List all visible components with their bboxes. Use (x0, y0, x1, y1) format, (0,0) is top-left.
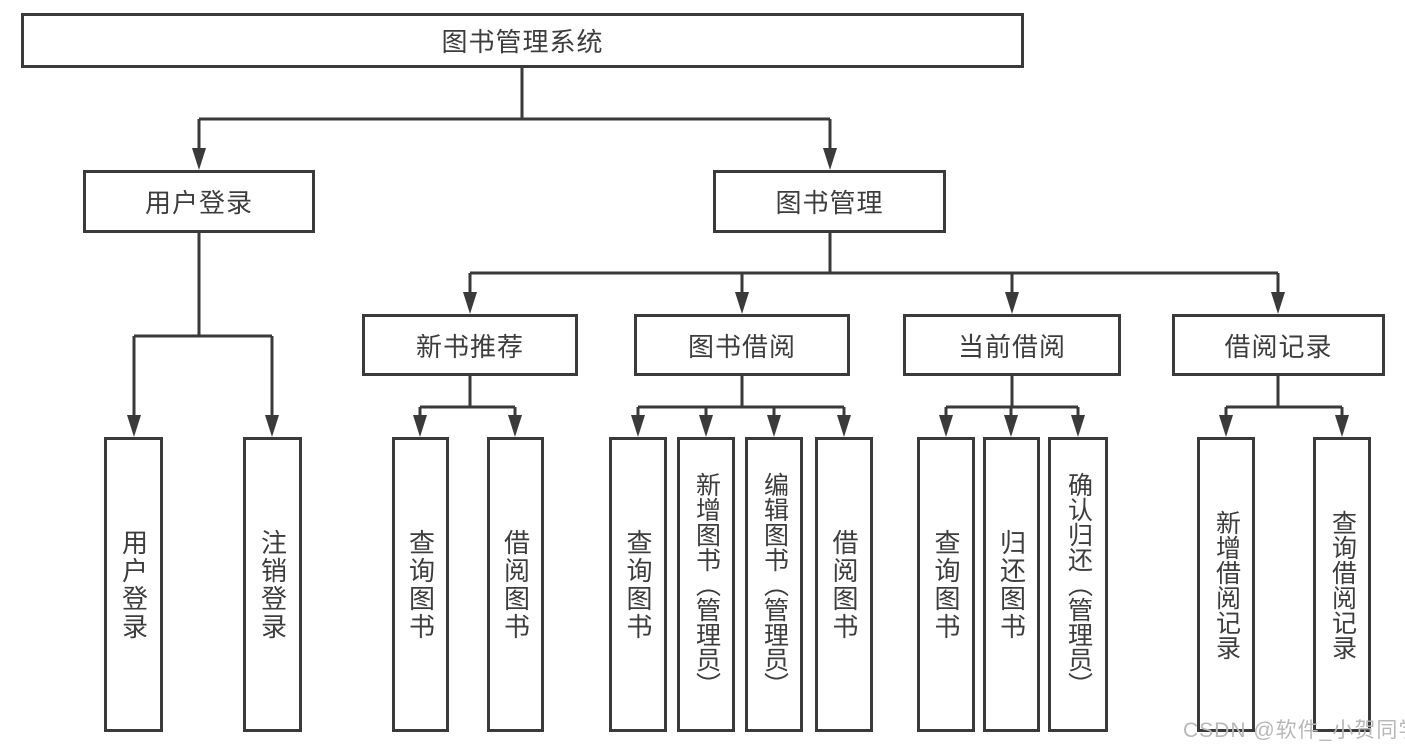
leaf-current-query-book: 查询图书 (917, 437, 975, 732)
node-user-login: 用户登录 (83, 170, 315, 233)
leaf-return-book: 归还图书 (983, 437, 1040, 732)
leaf-user-login: 用户登录 (104, 437, 163, 732)
leaf-recommend-borrow-book: 借阅图书 (487, 437, 544, 732)
leaf-query-borrow-record: 查询借阅记录 (1313, 437, 1371, 732)
node-new-book-recommend: 新书推荐 (362, 314, 578, 376)
node-borrow-records: 借阅记录 (1172, 314, 1385, 376)
node-book-management: 图书管理 (713, 170, 946, 233)
leaf-confirm-return-admin: 确认归还（管理员） (1048, 437, 1108, 732)
leaf-borrow-query-book: 查询图书 (609, 437, 667, 732)
leaf-add-borrow-record: 新增借阅记录 (1197, 437, 1255, 732)
node-root-system: 图书管理系统 (21, 13, 1024, 68)
leaf-recommend-query-book: 查询图书 (392, 437, 449, 732)
leaf-borrow-book: 借阅图书 (815, 437, 873, 732)
node-book-borrow: 图书借阅 (634, 314, 850, 376)
node-current-borrow: 当前借阅 (903, 314, 1121, 376)
csdn-watermark: CSDN @软件_小贺同学 (1183, 719, 1405, 742)
leaf-edit-book-admin: 编辑图书（管理员） (745, 437, 803, 732)
leaf-logout: 注销登录 (243, 437, 302, 732)
leaf-add-book-admin: 新增图书（管理员） (677, 437, 735, 732)
